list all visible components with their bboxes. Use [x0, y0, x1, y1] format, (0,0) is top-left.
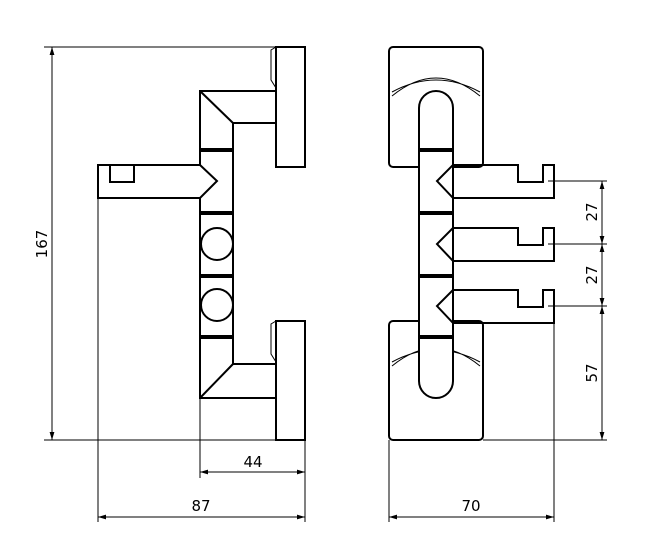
column-mask [420, 150, 452, 337]
top-plate-arc [391, 77, 481, 97]
bottom-wall-plate [275, 320, 306, 441]
dim-27-lower-label: 27 [583, 265, 601, 284]
pivot-circle [200, 288, 234, 322]
top-plate-bevel [270, 46, 277, 89]
top-wall-plate [275, 46, 306, 168]
dim-57-label: 57 [583, 363, 601, 382]
dim-167-label: 167 [33, 230, 51, 259]
dim-27-upper-label: 27 [583, 202, 601, 221]
bottom-plate-bevel [270, 320, 277, 363]
dim-44-label: 44 [243, 453, 262, 471]
front-view [388, 46, 555, 441]
top-miter-line [199, 90, 234, 124]
hook-front [435, 150, 555, 337]
bracket-column [199, 90, 276, 399]
dim-70-label: 70 [461, 497, 480, 515]
dimension-labels: 167 44 87 70 27 27 57 [33, 202, 601, 515]
hook-arm [97, 164, 219, 199]
dimension-lines [44, 46, 607, 522]
dim-87-label: 87 [191, 497, 210, 515]
bottom-miter-line [199, 363, 234, 399]
pivot-circle [200, 227, 234, 261]
side-view [97, 46, 306, 441]
